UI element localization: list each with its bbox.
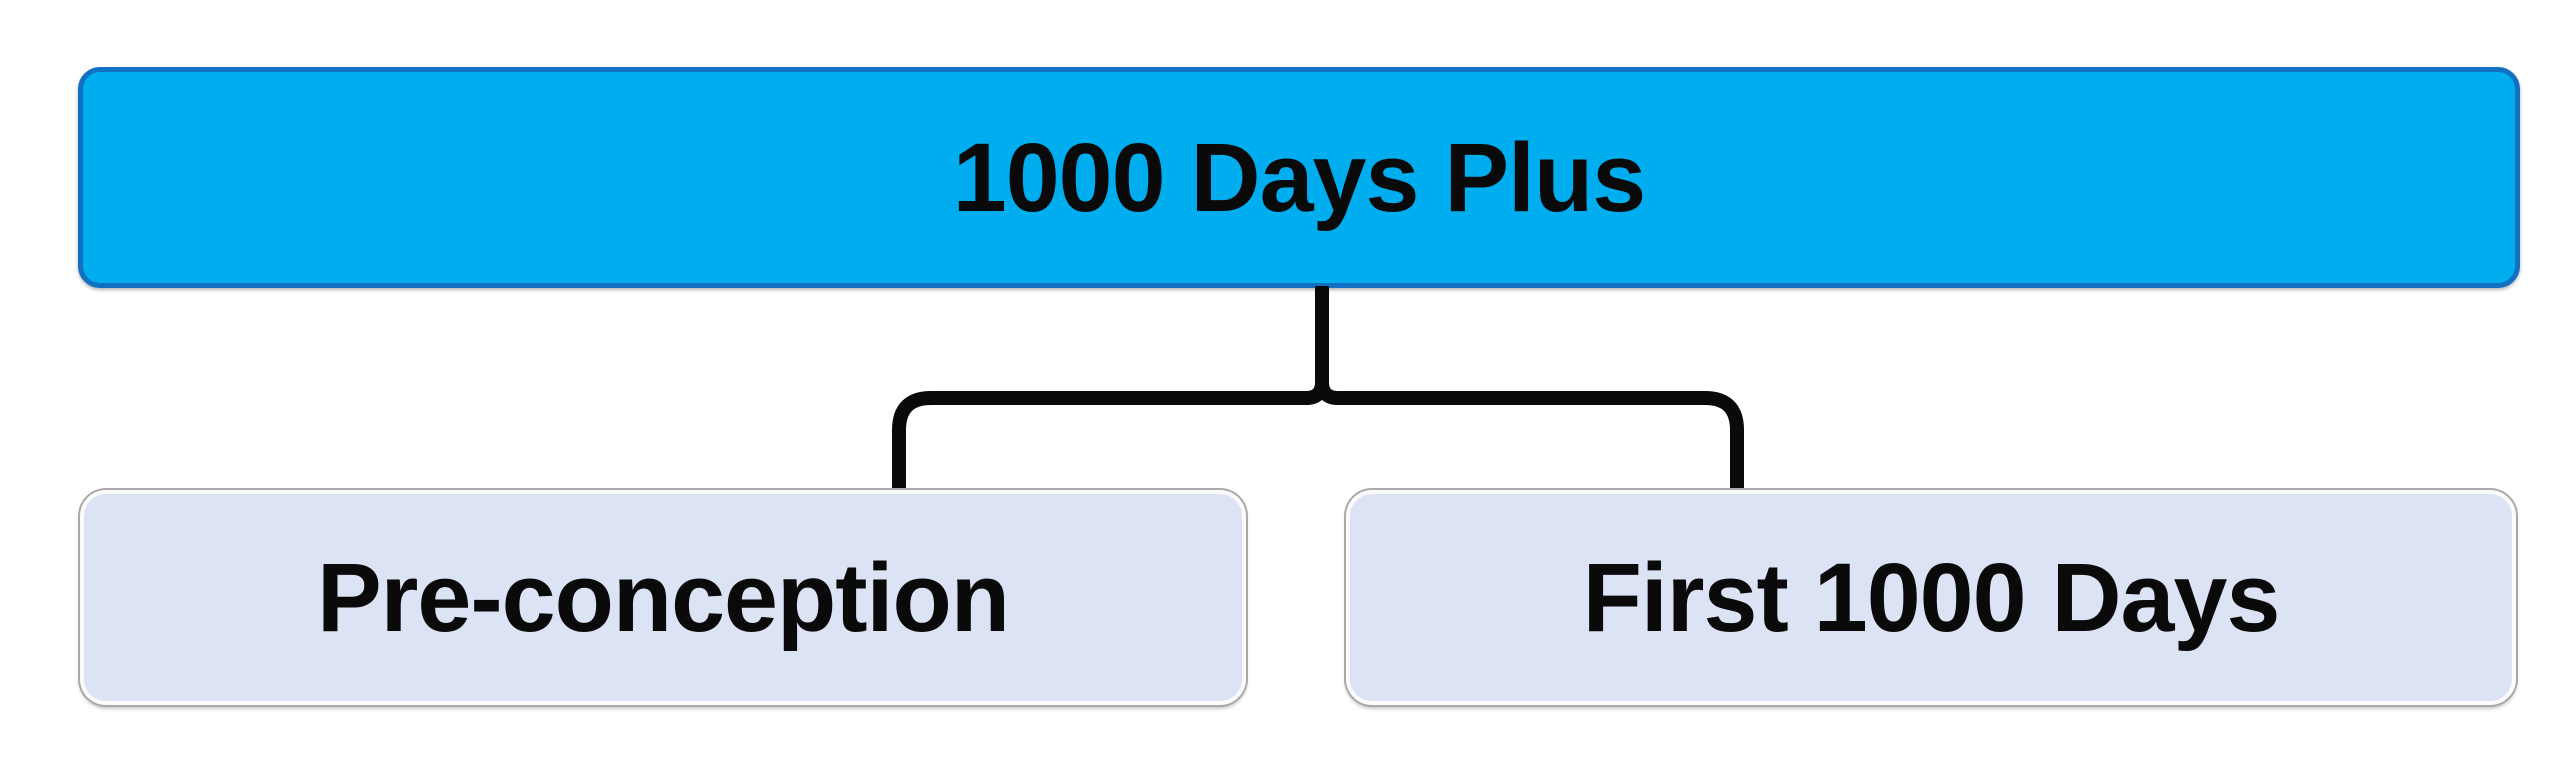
child-node-pre-conception-label: Pre-conception [316,542,1010,652]
connector-branch-right [1315,286,1744,494]
root-node-1000-days-plus: 1000 Days Plus [78,67,2520,288]
root-node-label: 1000 Days Plus [952,122,1646,232]
child-node-first-1000-days: First 1000 Days [1346,490,2516,705]
connector-branch-left [892,286,1329,494]
child-node-pre-conception: Pre-conception [80,490,1246,705]
child-node-first-1000-days-label: First 1000 Days [1582,542,2281,652]
